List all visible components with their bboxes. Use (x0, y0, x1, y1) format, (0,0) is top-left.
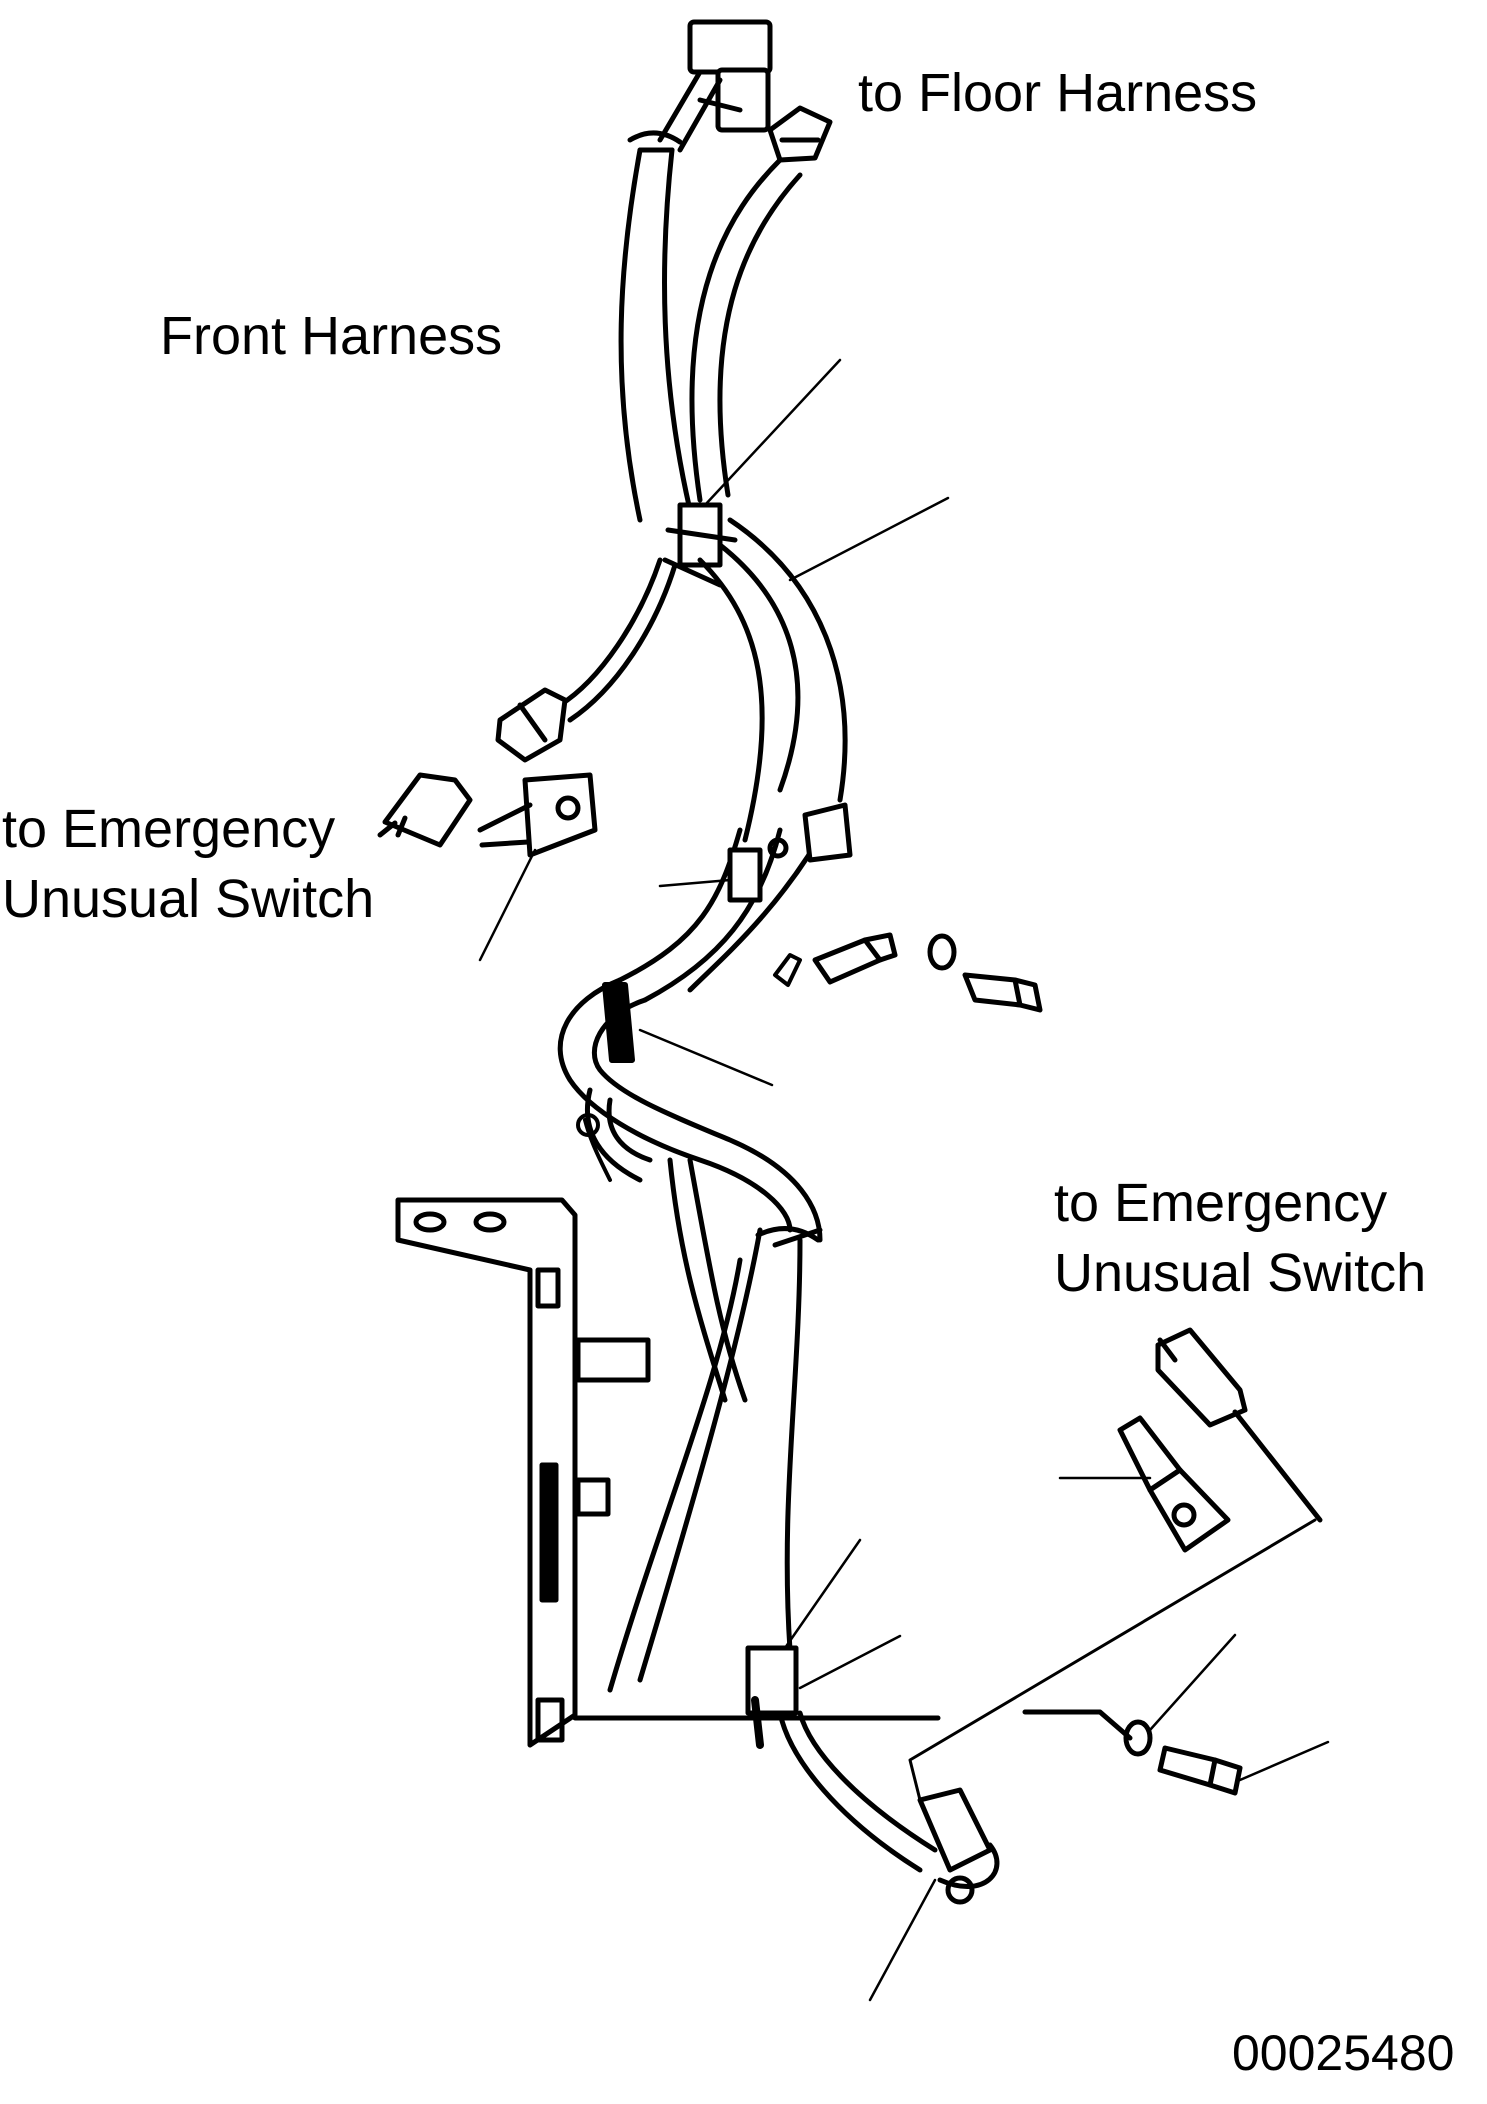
small-terminal (576, 1113, 612, 1182)
figure-code-text: 00025480 (1232, 2025, 1455, 2081)
mounting-bracket (395, 1197, 1133, 1748)
right-switch-connector (1155, 1327, 1323, 1523)
middle-bolt-a (812, 932, 898, 985)
left-switch-connector (377, 772, 473, 848)
front-harness-label: Front Harness (160, 301, 502, 371)
middle-clamp-a (727, 847, 763, 903)
emergency-switch-left-line1: to Emergency (2, 799, 336, 859)
middle-harness-tubes (617, 517, 848, 1003)
middle-bolt-b (962, 972, 1043, 1013)
upper-harness-tubes (618, 130, 803, 523)
middle-small-connector (773, 953, 802, 987)
emergency-switch-left-line2: Unusual Switch (2, 869, 375, 929)
middle-washer (927, 933, 957, 971)
lower-bolt (1157, 1745, 1243, 1796)
middle-clamp-b (767, 802, 853, 863)
to-floor-harness-label: to Floor Harness (858, 58, 1257, 128)
top-connector-pair (657, 19, 773, 153)
figure-code: 00025480 (1232, 2018, 1454, 2088)
to-floor-harness-text: to Floor Harness (858, 63, 1258, 123)
floor-harness-connector (767, 105, 833, 163)
emergency-switch-right-line2: Unusual Switch (1054, 1243, 1427, 1303)
lower-clamp (745, 1645, 799, 1749)
emergency-switch-label-left: to Emergency Unusual Switch (2, 794, 374, 934)
harness-loop (557, 977, 823, 1243)
loop-clamp (602, 982, 635, 1063)
harness-end-connector (777, 1710, 1000, 1905)
emergency-switch-label-right: to Emergency Unusual Switch (1054, 1168, 1426, 1308)
emergency-switch-right-line1: to Emergency (1054, 1173, 1388, 1233)
left-switch-bracket (477, 772, 598, 858)
right-switch-wire (908, 1518, 1317, 1802)
lower-washer (1123, 1719, 1153, 1757)
lower-harness-tubes (607, 1157, 823, 1693)
right-switch-bracket (1117, 1415, 1231, 1553)
upper-clamp (662, 502, 738, 588)
front-harness-text: Front Harness (160, 306, 503, 366)
left-branch-connector (495, 687, 568, 763)
left-branch-wire (557, 557, 678, 723)
leader-lines (478, 358, 1330, 2002)
